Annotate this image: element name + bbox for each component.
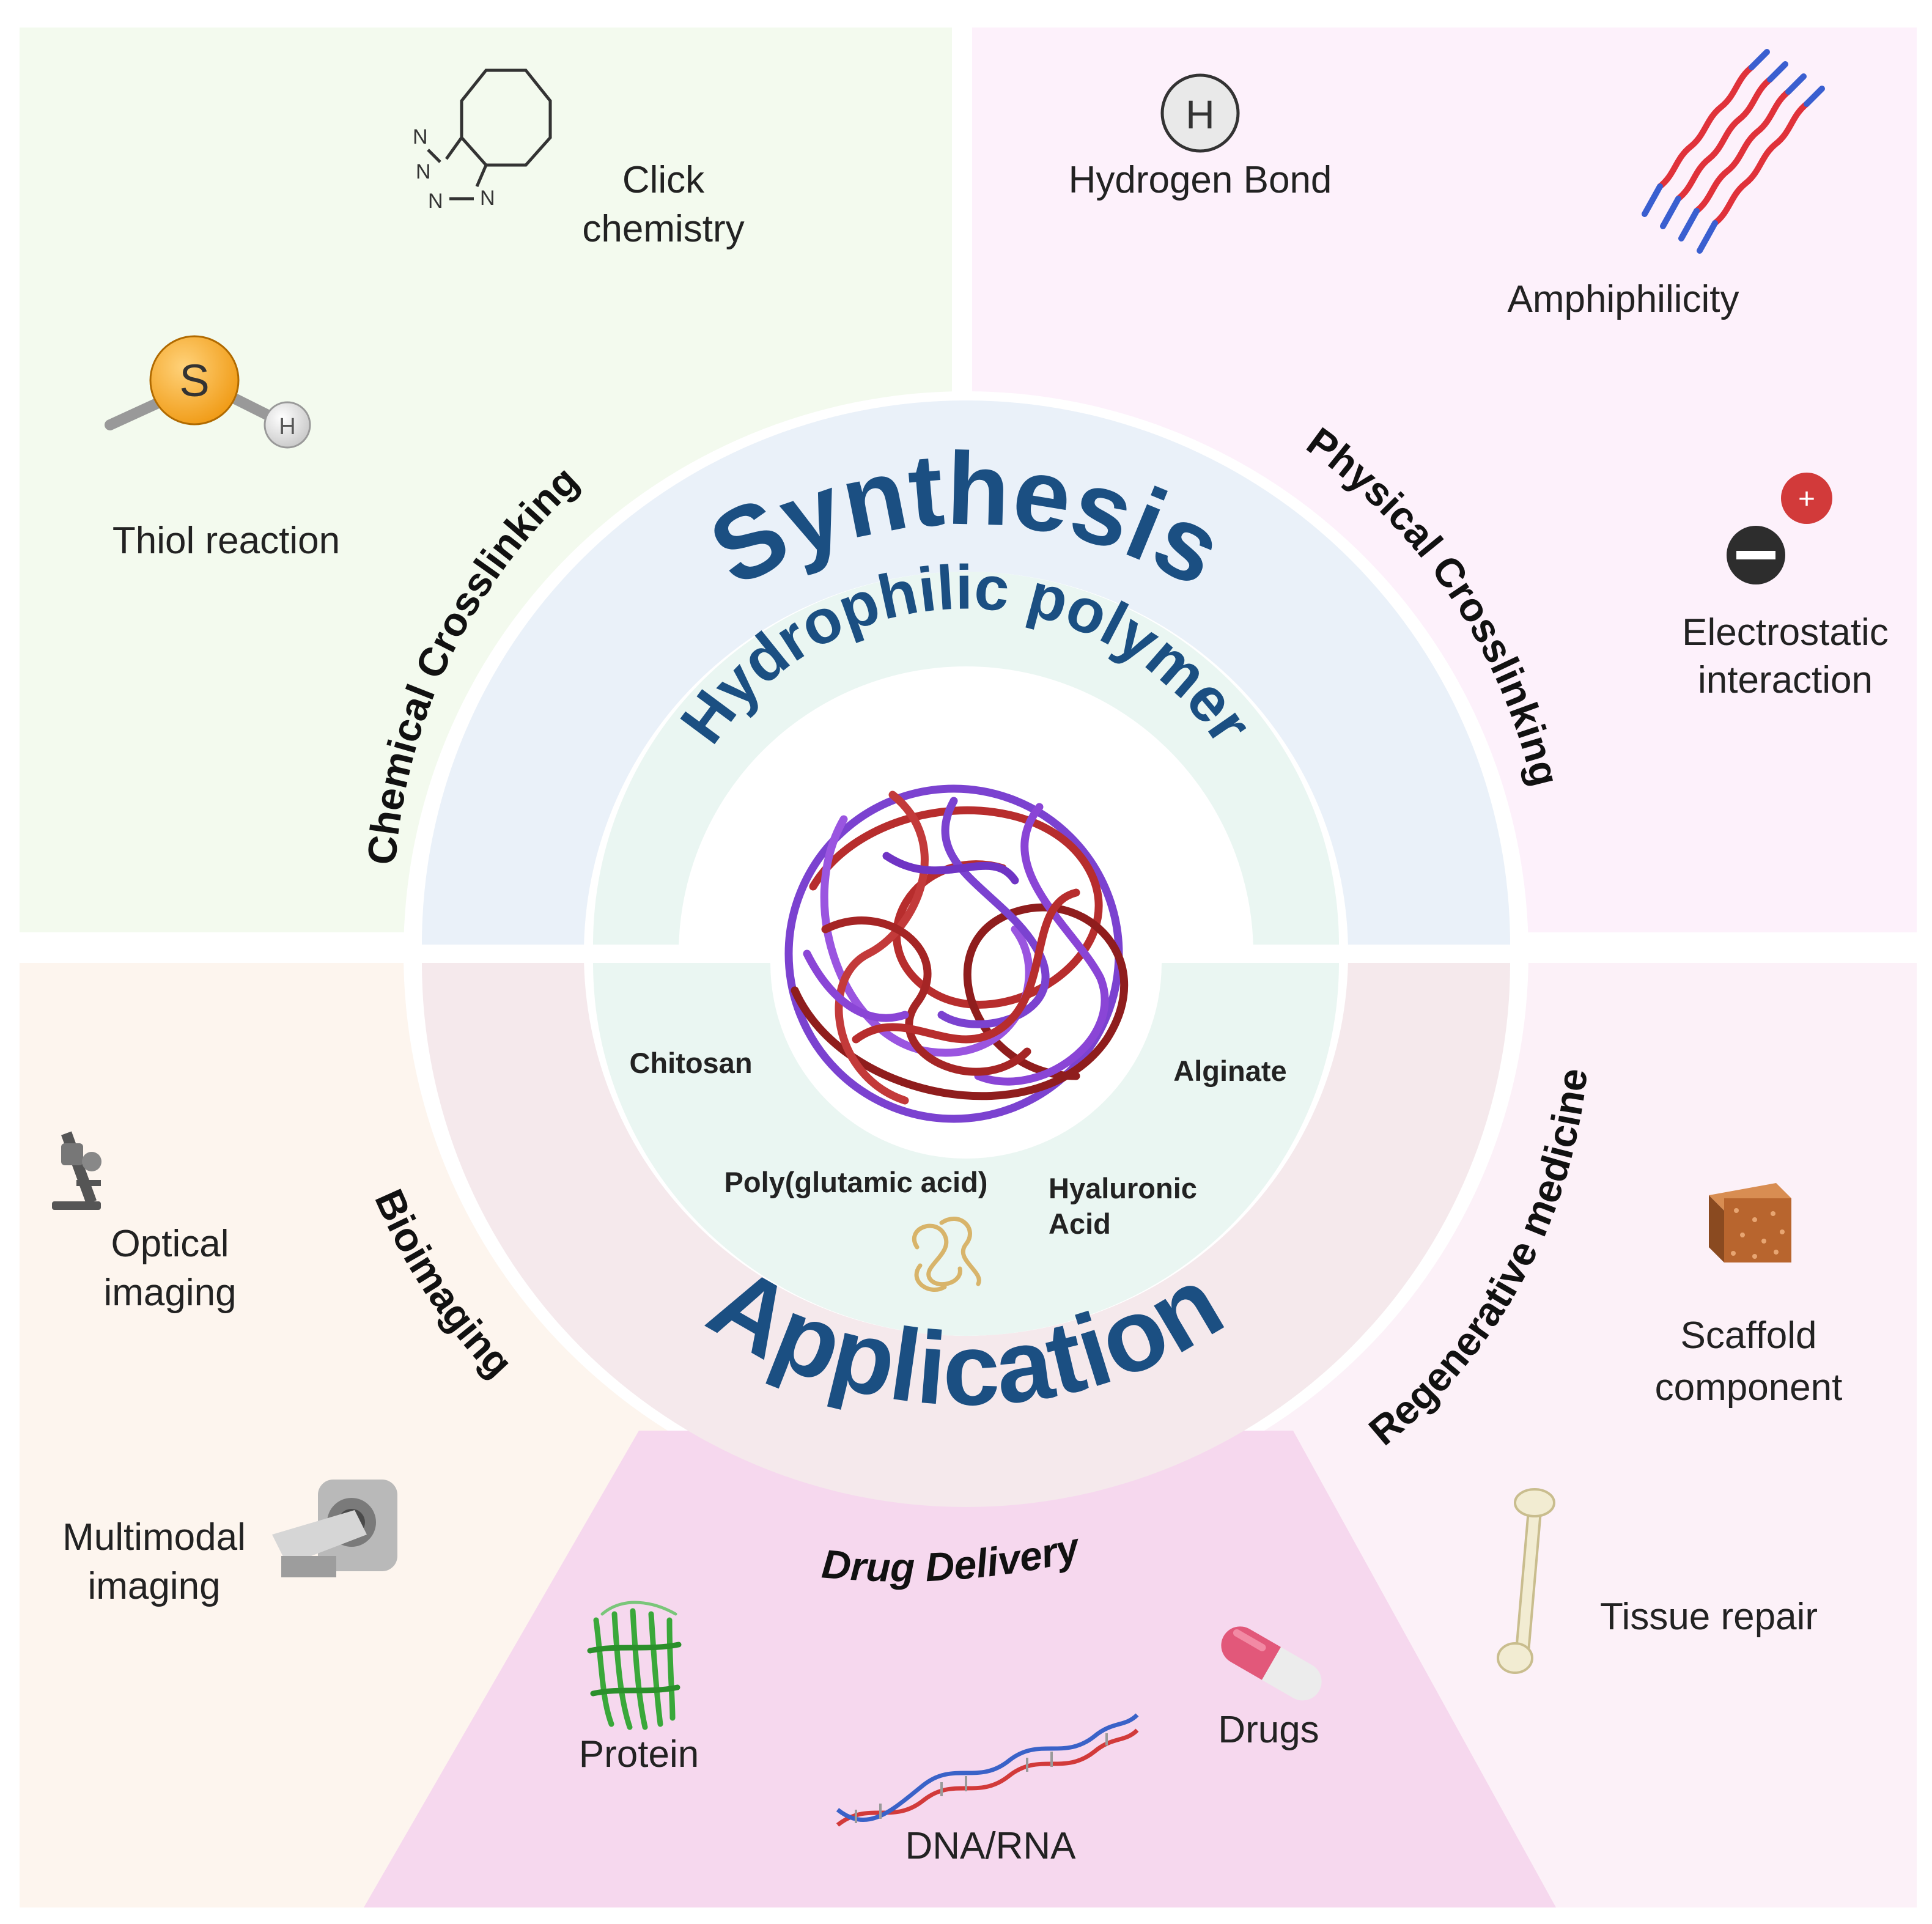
thiol-molecule-icon: S H: [105, 335, 311, 449]
bone-icon: [1497, 1488, 1555, 1674]
thiol-hydrogen-symbol: H: [279, 414, 295, 440]
inner-core-bottom-band: [679, 963, 1253, 1250]
hydrogen-bond-icon: H: [1160, 73, 1240, 153]
hydrogen-symbol: H: [1185, 92, 1215, 137]
microscope-icon: [52, 1131, 101, 1210]
svg-text:N: N: [428, 190, 443, 213]
capsule-icon: [1221, 1626, 1322, 1701]
multimodal-imaging-label-line1: Multimodal: [62, 1516, 246, 1558]
optical-imaging-label-line2: imaging: [103, 1272, 236, 1314]
dna-rna-label: DNA/RNA: [905, 1825, 1076, 1867]
protein-icon: [587, 1601, 682, 1730]
sulfur-symbol: S: [179, 355, 209, 406]
scaffold-cube-icon: [1709, 1183, 1791, 1262]
chitosan-label: Chitosan: [629, 1047, 752, 1079]
optical-imaging-label-line1: Optical: [111, 1223, 229, 1265]
click-chemistry-icon: N N N N: [413, 68, 552, 213]
tissue-repair-label: Tissue repair: [1600, 1596, 1818, 1638]
plus-symbol: +: [1798, 483, 1815, 515]
svg-text:N: N: [413, 125, 428, 149]
svg-text:N: N: [416, 160, 431, 183]
drug-delivery-panel: [364, 1431, 1556, 1907]
mri-scanner-icon: [272, 1480, 397, 1577]
amphiphilicity-label: Amphiphilicity: [1507, 278, 1739, 320]
polymer-tangle-icon: [784, 784, 1129, 1123]
amphiphilicity-icon: [1642, 49, 1825, 254]
drugs-label: Drugs: [1218, 1709, 1319, 1751]
electrostatic-label-line1: Electrostatic: [1682, 611, 1889, 654]
click-chemistry-label-line2: chemistry: [582, 208, 744, 250]
poly-glutamic-acid-label: Poly(glutamic acid): [724, 1166, 988, 1198]
dna-helix-icon: [836, 1713, 1139, 1827]
hyaluronic-acid-label-line2: Acid: [1049, 1207, 1111, 1240]
scaffold-label-line1: Scaffold: [1681, 1314, 1817, 1357]
multimodal-imaging-label-line2: imaging: [87, 1565, 220, 1607]
protein-label: Protein: [579, 1733, 699, 1775]
electrostatic-charges-icon: +: [1727, 473, 1832, 584]
thiol-reaction-label: Thiol reaction: [112, 520, 340, 562]
svg-text:N: N: [480, 186, 495, 210]
hyaluronic-acid-icon: [912, 1217, 981, 1292]
electrostatic-label-line2: interaction: [1698, 659, 1873, 701]
hyaluronic-acid-label-line1: Hyaluronic: [1049, 1172, 1197, 1204]
alginate-label: Alginate: [1173, 1055, 1286, 1087]
click-chemistry-label-line1: Click: [622, 159, 705, 201]
scaffold-label-line2: component: [1655, 1366, 1843, 1409]
hydrogen-bond-label: Hydrogen Bond: [1069, 159, 1332, 201]
